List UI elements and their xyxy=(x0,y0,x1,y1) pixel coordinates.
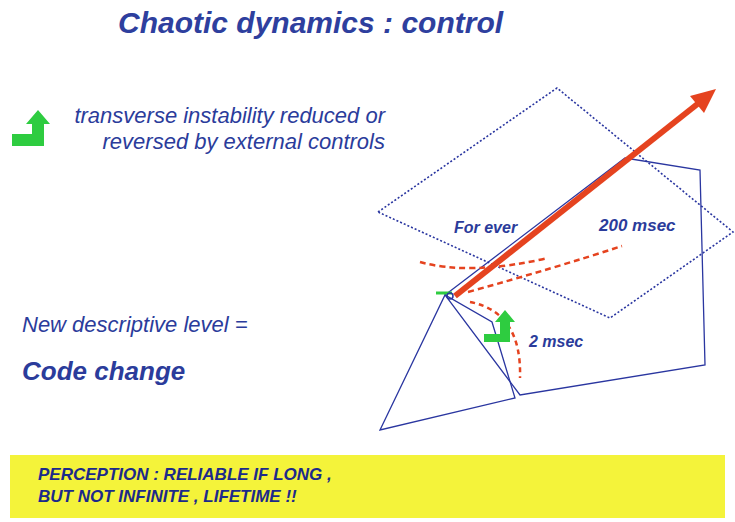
banner-text: PERCEPTION : RELIABLE IF LONG , BUT NOT … xyxy=(38,464,352,508)
control-arrow xyxy=(484,310,515,342)
conclusion-banner: PERCEPTION : RELIABLE IF LONG , BUT NOT … xyxy=(10,455,725,518)
note-text: New descriptive level = xyxy=(22,312,248,338)
time-label: 200 msec xyxy=(597,216,678,236)
emphasis-text: Code change xyxy=(22,356,185,387)
trajectory-2ms xyxy=(470,302,520,378)
control-arrow-icon xyxy=(12,110,50,146)
note-text: transverse instability reduced or revers… xyxy=(45,103,385,155)
unstable-direction-arrow xyxy=(455,102,700,296)
lower-plane xyxy=(380,295,515,430)
trajectory-forever xyxy=(420,258,548,268)
arrow-head xyxy=(690,89,716,113)
slide-title: Chaotic dynamics : control xyxy=(118,6,503,40)
time-label: 2 msec xyxy=(527,333,585,351)
fixed-point xyxy=(447,293,453,299)
time-label: For ever xyxy=(452,219,519,237)
manifold-plane xyxy=(378,88,733,318)
